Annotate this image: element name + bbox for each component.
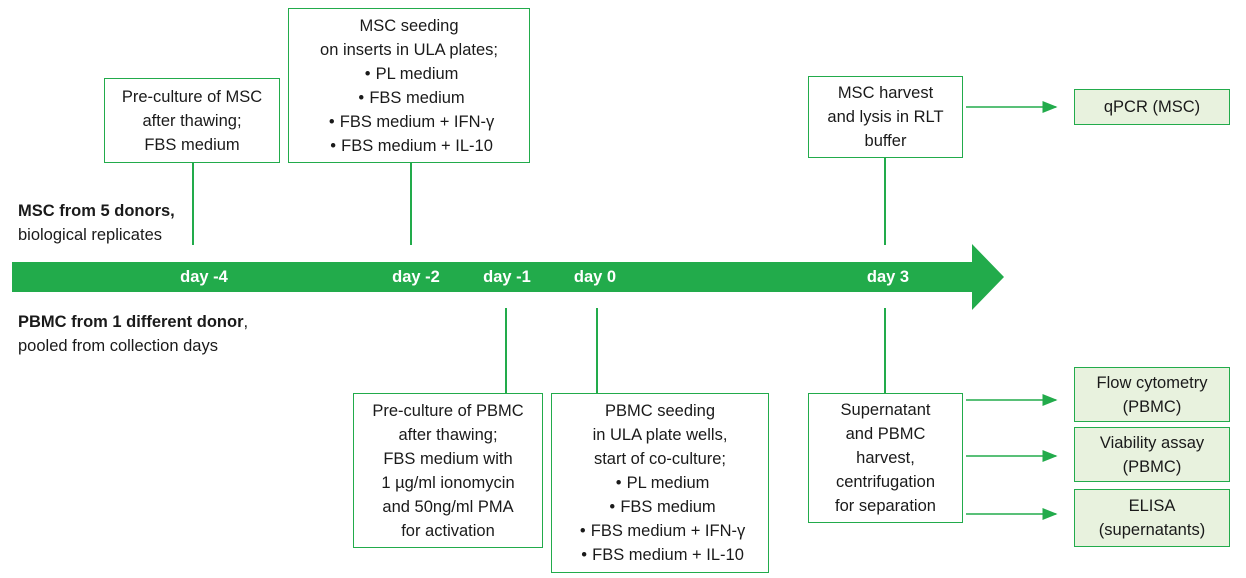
box-line: in ULA plate wells, (592, 426, 728, 444)
pbmc-lane-label: PBMC from 1 different donor, pooled from… (18, 310, 248, 358)
list-item: FBS medium (575, 495, 746, 519)
elisa-result-box: ELISA (supernatants) (1074, 489, 1230, 547)
box-line: PBMC seeding (604, 402, 716, 420)
connector-day3-top (884, 158, 886, 245)
box-line: 1 µg/ml ionomycin (381, 473, 515, 492)
msc-lane-label: MSC from 5 donors, biological replicates (18, 199, 175, 247)
box-line: MSC harvest (837, 84, 934, 102)
box-line: Pre-culture of MSC (121, 87, 263, 106)
box-line: (PBMC) (1122, 397, 1182, 416)
box-line: start of co-culture; (593, 450, 727, 468)
list-item: FBS medium + IFN-γ (575, 519, 746, 543)
day-label-minus2: day -2 (392, 268, 440, 286)
box-line: FBS medium with (383, 449, 513, 468)
box-line: FBS medium (144, 135, 240, 154)
box-line: Pre-culture of PBMC (372, 401, 524, 420)
flow-cytometry-result-box: Flow cytometry (PBMC) (1074, 367, 1230, 422)
pbmc-lane-subtitle: pooled from collection days (18, 337, 218, 355)
supernatant-harvest-box: Supernatant and PBMC harvest, centrifuga… (808, 393, 963, 523)
box-line: ELISA (1128, 497, 1176, 515)
msc-seeding-box: MSC seeding on inserts in ULA plates; PL… (288, 8, 530, 163)
msc-lane-title: MSC from 5 donors, (18, 202, 175, 220)
box-line: for activation (401, 521, 495, 540)
box-line: Supernatant (840, 401, 931, 419)
list-item: FBS medium (324, 86, 495, 110)
list-item: PL medium (575, 471, 746, 495)
box-line: qPCR (MSC) (1103, 98, 1201, 116)
list-item: FBS medium + IL-10 (324, 134, 495, 158)
pbmc-lane-title: PBMC from 1 different donor (18, 313, 244, 331)
connector-day-minus1 (505, 308, 507, 393)
pbmc-seeding-list: PL medium FBS medium FBS medium + IFN-γ … (575, 471, 746, 567)
day-label-0: day 0 (573, 268, 617, 286)
box-line: for separation (835, 497, 936, 515)
box-line: and PBMC (845, 425, 926, 443)
preculture-pbmc-box: Pre-culture of PBMC after thawing; FBS m… (353, 393, 543, 548)
list-item: FBS medium + IFN-γ (324, 110, 495, 134)
msc-seeding-list: PL medium FBS medium FBS medium + IFN-γ … (324, 62, 495, 158)
box-line: (supernatants) (1098, 521, 1206, 539)
list-item: PL medium (324, 62, 495, 86)
day-label-minus4: day -4 (180, 268, 228, 286)
day-label-minus1: day -1 (483, 268, 531, 286)
connector-day0 (596, 308, 598, 393)
box-line: and 50ng/ml PMA (382, 497, 514, 516)
connector-day-minus2 (410, 163, 412, 245)
box-line: centrifugation (835, 473, 936, 491)
box-line: on inserts in ULA plates; (320, 40, 498, 59)
box-line: buffer (864, 132, 907, 150)
pbmc-lane-title-comma: , (243, 313, 249, 331)
qpcr-result-box: qPCR (MSC) (1074, 89, 1230, 125)
msc-lane-subtitle: biological replicates (18, 226, 162, 244)
day-label-3: day 3 (866, 268, 910, 286)
timeline-arrow (12, 244, 1004, 310)
box-line: Flow cytometry (1096, 373, 1208, 392)
box-line: Viability assay (1099, 433, 1205, 452)
box-line: (PBMC) (1122, 457, 1182, 476)
pbmc-seeding-box: PBMC seeding in ULA plate wells, start o… (551, 393, 769, 573)
preculture-msc-box: Pre-culture of MSC after thawing; FBS me… (104, 78, 280, 163)
msc-harvest-box: MSC harvest and lysis in RLT buffer (808, 76, 963, 158)
box-line: and lysis in RLT (827, 108, 944, 126)
box-line: after thawing; (142, 111, 242, 130)
connector-day3-bottom (884, 308, 886, 393)
box-line: harvest, (856, 449, 915, 467)
viability-assay-result-box: Viability assay (PBMC) (1074, 427, 1230, 482)
connector-day-minus4 (192, 163, 194, 245)
box-line: after thawing; (398, 425, 498, 444)
box-line: MSC seeding (359, 16, 459, 35)
list-item: FBS medium + IL-10 (575, 543, 746, 567)
